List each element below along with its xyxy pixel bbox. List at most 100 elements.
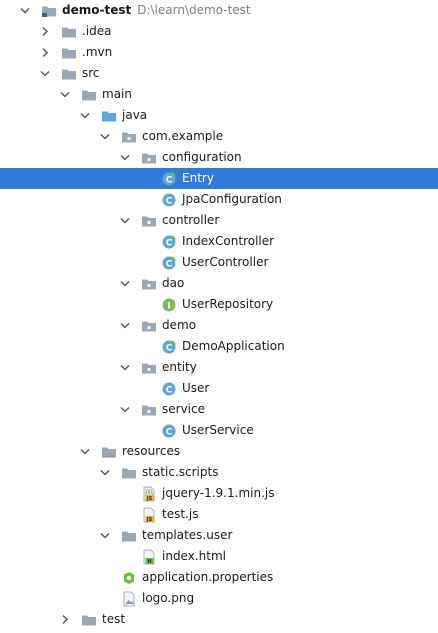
tree-item-label: Entry <box>182 171 214 185</box>
chevron-down-icon[interactable] <box>118 273 132 294</box>
chevron-down-icon[interactable] <box>98 525 112 546</box>
chevron-down-icon[interactable] <box>78 441 92 462</box>
project-name: demo-test <box>62 3 132 17</box>
svg-text:I: I <box>167 301 170 311</box>
chevron-right-icon[interactable] <box>38 42 52 63</box>
tree-item-test-js[interactable]: JS test.js <box>0 504 438 525</box>
svg-text:C: C <box>166 343 173 353</box>
svg-text:C: C <box>166 259 173 269</box>
chevron-down-icon[interactable] <box>118 399 132 420</box>
tree-item-application-properties[interactable]: application.properties <box>0 567 438 588</box>
chevron-down-icon[interactable] <box>118 357 132 378</box>
tree-item-label: java <box>122 108 148 122</box>
tree-item-resources[interactable]: resources <box>0 441 438 462</box>
tree-item-service[interactable]: service <box>0 399 438 420</box>
tree-item-label: configuration <box>162 150 242 164</box>
tree-item-label: DemoApplication <box>182 339 285 353</box>
properties-file-icon <box>121 570 137 586</box>
tree-item-label: static.scripts <box>142 465 219 479</box>
tree-item-jquery-1-9-1-min-js[interactable]: 101010JS jquery-1.9.1.min.js <box>0 483 438 504</box>
tree-item-label: resources <box>122 444 181 458</box>
tree-item-label: com.example <box>142 129 224 143</box>
tree-item-src[interactable]: src <box>0 63 438 84</box>
tree-item-java[interactable]: java <box>0 105 438 126</box>
chevron-down-icon[interactable] <box>98 462 112 483</box>
tree-item-entity[interactable]: entity <box>0 357 438 378</box>
folder-icon <box>61 66 77 82</box>
package-icon <box>141 276 157 292</box>
tree-item-static-scripts[interactable]: static.scripts <box>0 462 438 483</box>
resources-folder-icon <box>101 444 117 460</box>
tree-item-templates-user[interactable]: templates.user <box>0 525 438 546</box>
tree-item-controller[interactable]: controller <box>0 210 438 231</box>
folder-icon <box>61 24 77 40</box>
tree-item-com-example[interactable]: com.example <box>0 126 438 147</box>
tree-item-label: entity <box>162 360 197 374</box>
tree-item-label: dao <box>162 276 185 290</box>
tree-item-label: .idea <box>82 24 112 38</box>
svg-text:C: C <box>166 427 173 437</box>
source-folder-icon <box>101 108 117 124</box>
chevron-down-icon[interactable] <box>18 0 32 21</box>
class-icon: C <box>161 192 177 208</box>
tree-item-label: demo <box>162 318 197 332</box>
minified-js-icon: 101010JS <box>141 486 157 502</box>
tree-item-demo-test[interactable]: demo-test D:\learn\demo-test <box>0 0 438 21</box>
tree-item-demo[interactable]: demo <box>0 315 438 336</box>
tree-item-usercontroller[interactable]: C UserController <box>0 252 438 273</box>
tree-item-label: UserRepository <box>182 297 274 311</box>
image-file-icon <box>121 591 137 607</box>
project-path: D:\learn\demo-test <box>137 3 251 17</box>
js-file-icon: JS <box>141 507 157 523</box>
tree-item-label: UserController <box>182 255 269 269</box>
chevron-down-icon[interactable] <box>38 63 52 84</box>
tree-item-label: application.properties <box>142 570 274 584</box>
package-icon <box>141 318 157 334</box>
tree-item-userrepository[interactable]: I UserRepository <box>0 294 438 315</box>
package-icon <box>141 213 157 229</box>
tree-item-idea[interactable]: .idea <box>0 21 438 42</box>
chevron-down-icon[interactable] <box>78 105 92 126</box>
package-icon <box>121 129 137 145</box>
spring-class-icon: C <box>161 339 177 355</box>
chevron-down-icon[interactable] <box>118 147 132 168</box>
html-file-icon: H <box>141 549 157 565</box>
svg-text:C: C <box>166 385 173 395</box>
tree-item-userservice[interactable]: C UserService <box>0 420 438 441</box>
chevron-right-icon[interactable] <box>58 609 72 630</box>
svg-text:JS: JS <box>146 496 153 502</box>
spring-class-icon: C <box>161 255 177 271</box>
class-icon: C <box>161 423 177 439</box>
svg-text:JS: JS <box>146 517 153 523</box>
tree-item-configuration[interactable]: configuration <box>0 147 438 168</box>
chevron-down-icon[interactable] <box>58 84 72 105</box>
tree-item-label: demo-test D:\learn\demo-test <box>62 0 251 21</box>
tree-item-dao[interactable]: dao <box>0 273 438 294</box>
chevron-right-icon[interactable] <box>38 21 52 42</box>
package-icon <box>141 402 157 418</box>
tree-item-label: test.js <box>162 507 199 521</box>
tree-item-label: controller <box>162 213 220 227</box>
tree-item-label: index.html <box>162 549 226 563</box>
tree-item-main[interactable]: main <box>0 84 438 105</box>
chevron-down-icon[interactable] <box>118 315 132 336</box>
tree-item-logo-png[interactable]: logo.png <box>0 588 438 609</box>
svg-text:C: C <box>166 238 173 248</box>
tree-item-label: logo.png <box>142 591 195 605</box>
tree-item-test[interactable]: test <box>0 609 438 630</box>
tree-item-label: templates.user <box>142 528 233 542</box>
tree-item-mvn[interactable]: .mvn <box>0 42 438 63</box>
tree-item-demoapplication[interactable]: C DemoApplication <box>0 336 438 357</box>
tree-item-label: jquery-1.9.1.min.js <box>162 486 275 500</box>
tree-item-label: .mvn <box>82 45 113 59</box>
svg-text:101: 101 <box>145 489 153 495</box>
folder-icon <box>61 45 77 61</box>
chevron-down-icon[interactable] <box>98 126 112 147</box>
tree-item-label: UserService <box>182 423 254 437</box>
chevron-down-icon[interactable] <box>118 210 132 231</box>
